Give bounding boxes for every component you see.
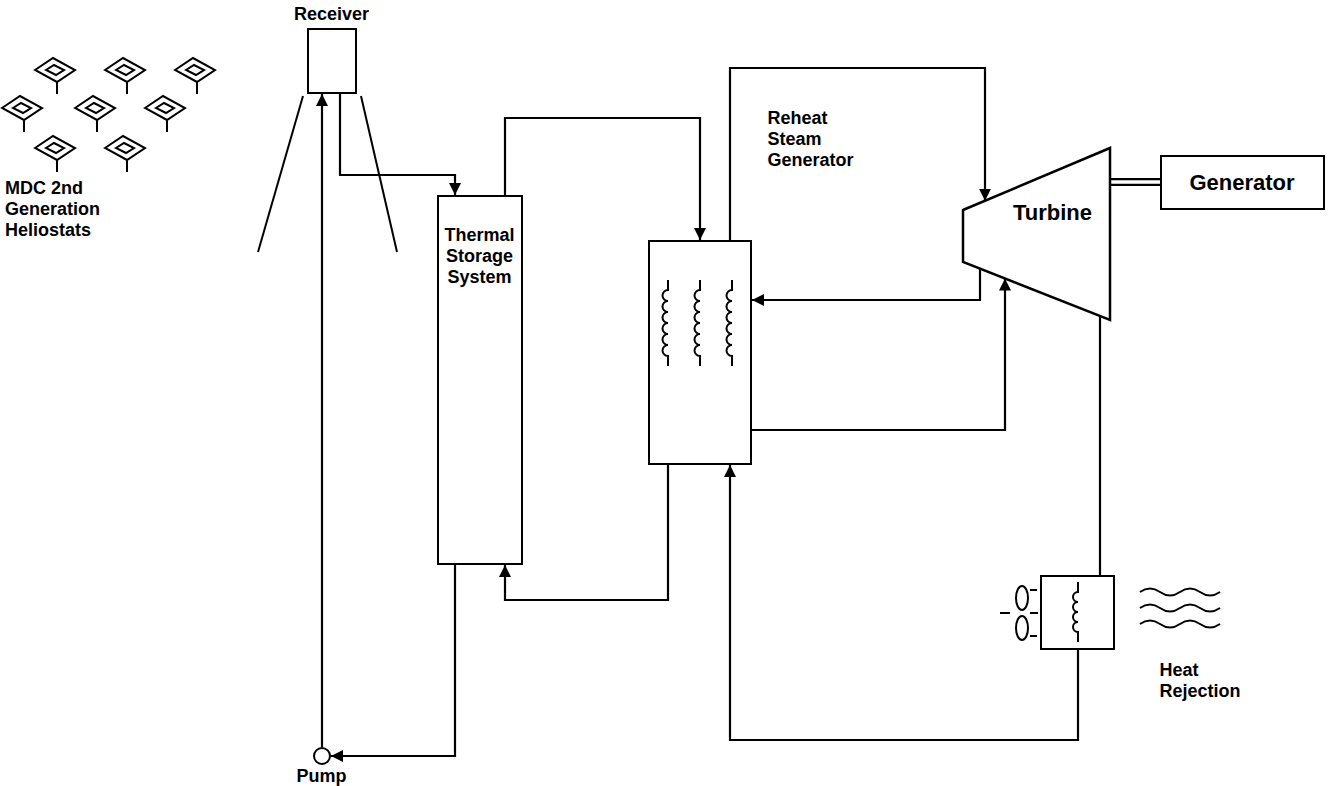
flow-connector	[340, 94, 455, 195]
heliostat	[105, 136, 145, 172]
flow-connector	[505, 465, 668, 600]
fan-hub	[1030, 612, 1038, 614]
flow-line	[331, 565, 455, 756]
node-label: Reheat Steam Generator	[768, 108, 878, 171]
flow-line	[321, 94, 323, 747]
flow-connector	[730, 465, 1078, 740]
heliostat-post	[23, 120, 25, 132]
flow-line	[752, 279, 1005, 430]
heliostat-post	[126, 82, 128, 94]
heliostat-facet	[186, 65, 204, 75]
heliostat-post	[56, 82, 58, 94]
flow-connector	[331, 565, 455, 756]
fan-dash	[1030, 635, 1037, 637]
flow-connector	[505, 118, 700, 240]
fan-dash	[1030, 589, 1037, 591]
light-ray	[258, 96, 303, 252]
heliostat-facet	[86, 103, 104, 113]
heliostat-mirror	[2, 96, 42, 120]
flow-connector	[730, 68, 985, 240]
storage-box: Thermal Storage System	[437, 195, 523, 565]
shaft-line	[1110, 178, 1160, 186]
coil-winding	[663, 280, 668, 366]
coil-group	[663, 280, 1078, 642]
heliostat-label: MDC 2nd Generation Heliostats	[5, 178, 117, 241]
node-label: Heat Rejection	[1160, 660, 1260, 702]
heliostat	[175, 58, 215, 94]
fan-blade	[1016, 616, 1028, 640]
heliostat-mirror	[145, 96, 185, 120]
heliostat	[35, 136, 75, 172]
heliostat-mirror	[35, 136, 75, 160]
heat-rejection-box: Heat Rejection	[1040, 575, 1115, 650]
heliostat	[105, 58, 145, 94]
heliostat-mirror	[35, 58, 75, 82]
flow-line	[505, 118, 700, 240]
heliostat-mirror	[175, 58, 215, 82]
receiver-box: Receiver	[307, 28, 357, 94]
heliostat-mirror	[105, 58, 145, 82]
heliostat	[35, 58, 75, 94]
heliostat-mirror	[105, 136, 145, 160]
coil-winding	[1073, 582, 1078, 642]
flow-connector	[752, 279, 1005, 430]
heliostat	[2, 96, 42, 132]
pump-symbol: Pump	[313, 747, 331, 765]
node-label: Receiver	[287, 4, 377, 25]
turbine-shape: Turbine	[963, 148, 1110, 320]
coil-winding	[695, 280, 701, 366]
heliostat	[75, 96, 115, 132]
turbine-outline	[963, 148, 1110, 320]
heat-wave	[1140, 589, 1220, 596]
flow-connector	[752, 269, 980, 300]
flow-line	[752, 269, 980, 300]
heliostat-field	[2, 58, 215, 172]
heliostat-post	[196, 82, 198, 94]
flow-connector	[322, 94, 323, 747]
shaft-connector	[1110, 182, 1160, 183]
heliostat-post	[126, 160, 128, 172]
heliostat-post	[166, 120, 168, 132]
node-label: Thermal Storage System	[441, 225, 519, 288]
heliostat-facet	[116, 65, 134, 75]
heliostat-post	[56, 160, 58, 172]
heliostat-mirror	[75, 96, 115, 120]
heat-wave	[1140, 621, 1220, 628]
heliostat	[145, 96, 185, 132]
fan-dash	[1000, 612, 1010, 614]
heliostat-facet	[13, 103, 31, 113]
heliostat-post	[96, 120, 98, 132]
node-label: Pump	[292, 766, 352, 786]
shaft-gap	[1110, 180, 1160, 184]
generator-box: Generator	[1160, 155, 1325, 210]
steam-generator-box: Reheat Steam Generator	[648, 240, 752, 465]
heliostat-facet	[156, 103, 174, 113]
flow-line	[340, 94, 455, 195]
heat-wave	[1140, 605, 1220, 612]
flow-line	[730, 465, 1078, 740]
heliostat-facet	[46, 65, 64, 75]
flow-line	[1099, 316, 1101, 575]
flow-line	[505, 465, 668, 600]
heliostat-facet	[46, 143, 64, 153]
flow-line	[730, 68, 985, 240]
fan-blade	[1016, 586, 1028, 610]
node-label: Generator	[1164, 170, 1321, 196]
node-label: Turbine	[1013, 200, 1108, 226]
flow-connector	[1100, 316, 1101, 575]
heliostat-facet	[116, 143, 134, 153]
coil-winding	[727, 280, 733, 366]
turbine-outline-shape	[963, 148, 1110, 320]
